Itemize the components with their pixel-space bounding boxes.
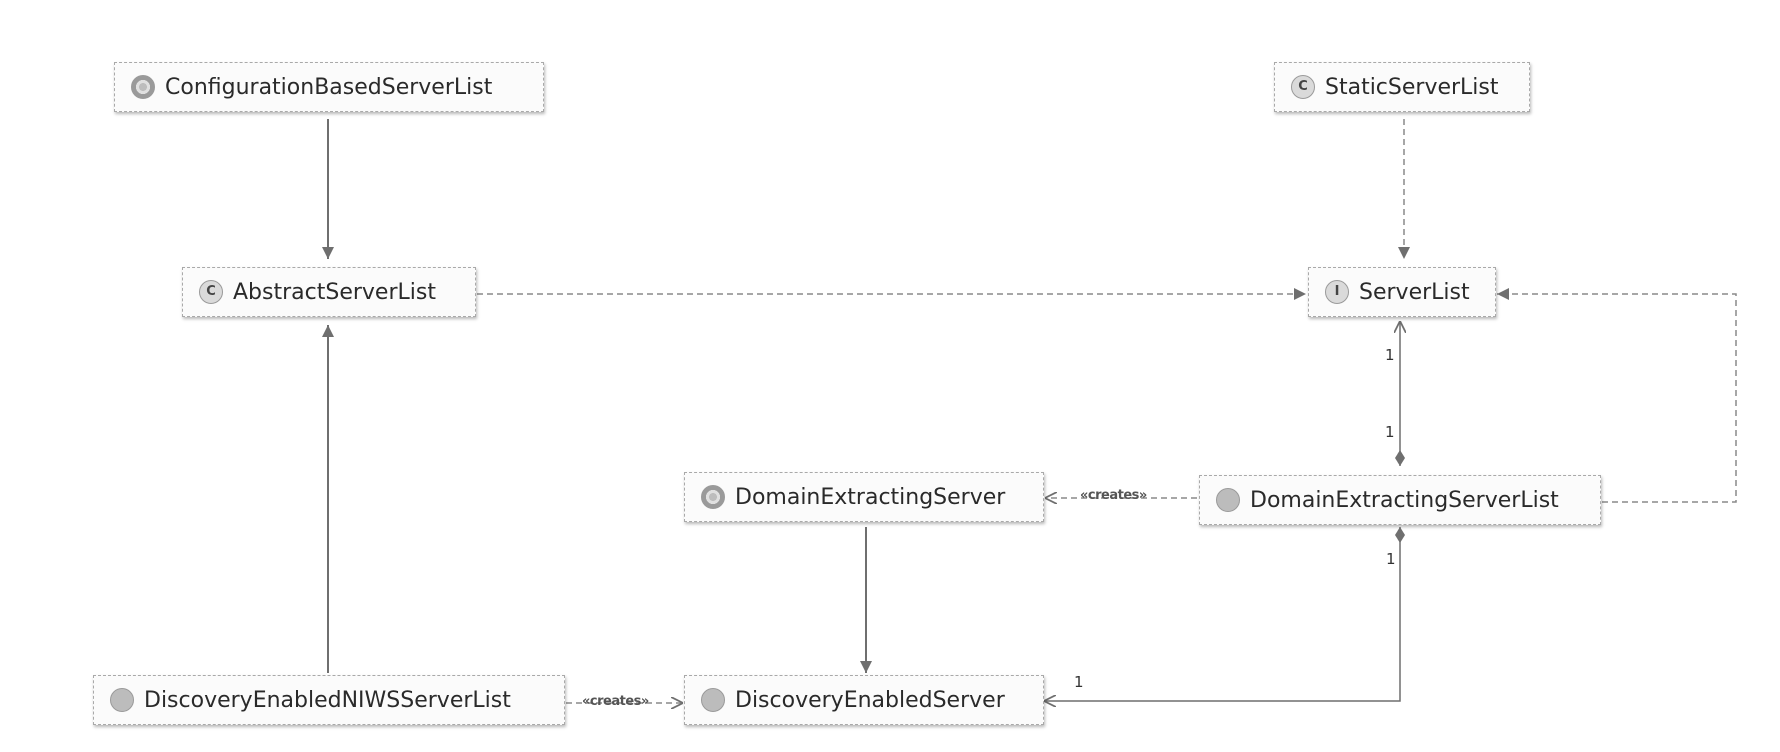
creates-label-niws: «creates» [582, 694, 649, 709]
class-icon: C [1291, 75, 1315, 99]
node-label: StaticServerList [1325, 74, 1499, 100]
interface-icon: I [1325, 280, 1349, 304]
node-label: ConfigurationBasedServerList [165, 74, 493, 100]
node-label: DomainExtractingServerList [1250, 487, 1559, 513]
node-label: DiscoveryEnabledNIWSServerList [144, 687, 511, 713]
multiplicity-domainlist-top: 1 [1385, 423, 1395, 441]
edge-domainlist-composes-discoveryserver [1044, 527, 1400, 701]
class-icon [701, 688, 725, 712]
node-label: AbstractServerList [233, 279, 436, 305]
node-abstract-server-list[interactable]: C AbstractServerList [182, 267, 476, 317]
node-domain-extracting-server-list[interactable]: DomainExtractingServerList [1199, 475, 1601, 525]
node-static-server-list[interactable]: C StaticServerList [1274, 62, 1530, 112]
node-discovery-enabled-niws-server-list[interactable]: DiscoveryEnabledNIWSServerList [93, 675, 565, 725]
multiplicity-serverlist-end: 1 [1385, 346, 1395, 364]
node-label: DomainExtractingServer [735, 484, 1006, 510]
multiplicity-discoveryserver-end: 1 [1074, 673, 1084, 691]
node-label: ServerList [1359, 279, 1470, 305]
node-domain-extracting-server[interactable]: DomainExtractingServer [684, 472, 1044, 522]
node-label: DiscoveryEnabledServer [735, 687, 1005, 713]
multiplicity-domainlist-bottom: 1 [1386, 550, 1396, 568]
class-icon [1216, 488, 1240, 512]
class-icon: C [199, 280, 223, 304]
class-icon [701, 485, 725, 509]
class-icon [131, 75, 155, 99]
class-icon [110, 688, 134, 712]
node-server-list[interactable]: I ServerList [1308, 267, 1496, 317]
node-configuration-based-server-list[interactable]: ConfigurationBasedServerList [114, 62, 544, 112]
creates-label-domainlist: «creates» [1080, 488, 1147, 503]
node-discovery-enabled-server[interactable]: DiscoveryEnabledServer [684, 675, 1044, 725]
edge-domainlist-implements-serverlist [1497, 288, 1737, 503]
